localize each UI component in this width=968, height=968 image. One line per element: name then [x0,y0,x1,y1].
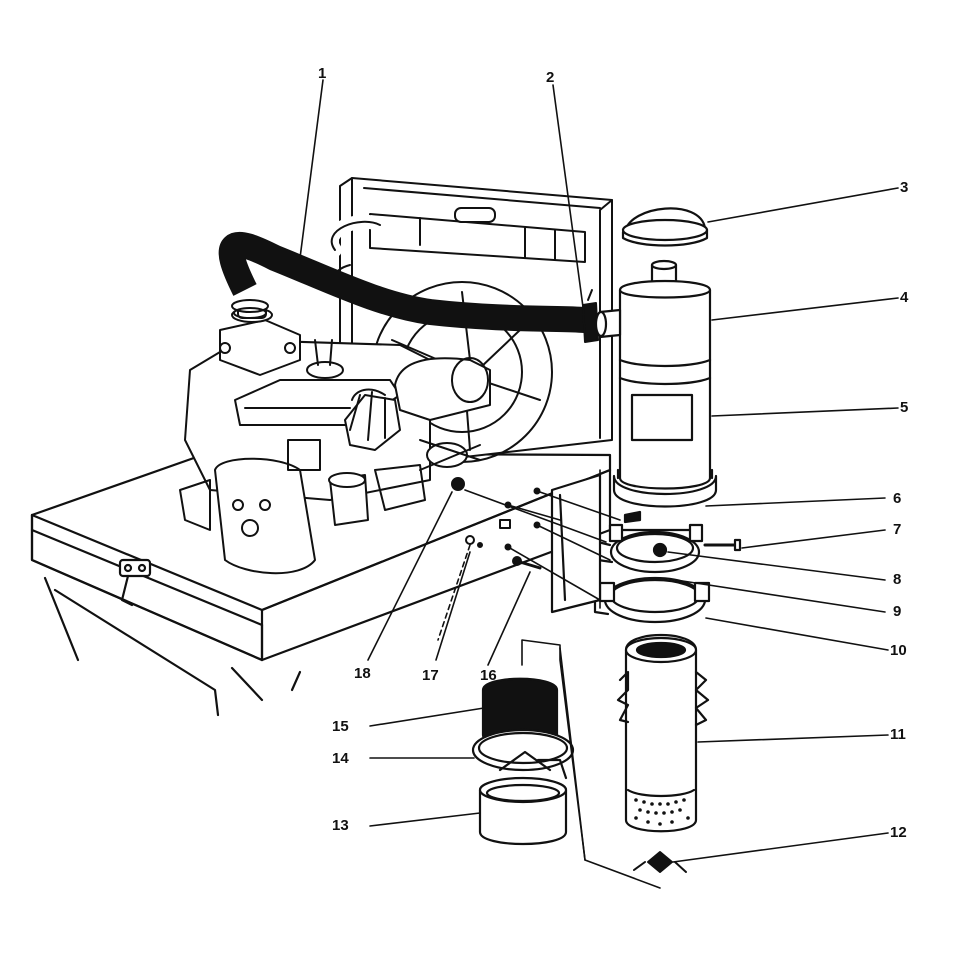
callout-labels: 1 2 3 4 5 6 7 8 9 10 11 12 13 14 15 16 1… [318,65,909,841]
callout-10: 10 [890,642,907,659]
part-2-hose-clamp [582,289,599,343]
engine [179,305,491,575]
part-16-18-fasteners [451,477,542,570]
callout-7: 7 [893,521,901,538]
callout-18: 18 [354,665,371,682]
part-12-wing-nut [633,851,687,873]
callout-16: 16 [480,667,497,684]
part-1-air-hose [218,231,587,333]
part-3-precleaner-cap [621,207,709,247]
callout-15: 15 [332,718,349,735]
callout-4: 4 [900,289,909,306]
part-13-15-oil-cup [471,677,575,846]
callout-13: 13 [332,817,349,834]
callout-12: 12 [890,824,907,841]
callout-9: 9 [893,603,901,620]
part-11-filter-element [616,634,710,833]
callout-5: 5 [900,399,908,416]
callout-6: 6 [893,490,901,507]
part-4-5-air-cleaner-body [594,259,718,508]
callout-1: 1 [318,65,326,82]
callout-17: 17 [422,667,439,684]
callout-14: 14 [332,750,349,767]
callout-8: 8 [893,571,901,588]
callout-11: 11 [890,726,906,743]
callout-3: 3 [900,179,908,196]
leader-lines [299,79,899,863]
assembly-lines [437,469,661,889]
callout-2: 2 [546,69,554,86]
